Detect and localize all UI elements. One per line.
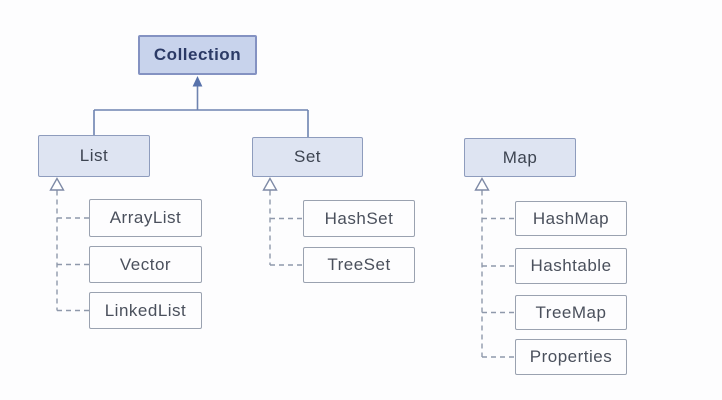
node-hashset: HashSet <box>303 200 415 237</box>
node-map: Map <box>464 138 576 177</box>
solid-connector-lines <box>93 86 309 138</box>
node-vector: Vector <box>89 246 202 283</box>
dashed-connectors-set-group <box>269 190 303 266</box>
node-linkedlist: LinkedList <box>89 292 202 329</box>
node-treemap: TreeMap <box>515 295 627 330</box>
dashed-connectors-map-group <box>481 190 515 358</box>
node-hashmap: HashMap <box>515 201 627 236</box>
node-hashtable: Hashtable <box>515 248 627 284</box>
node-set: Set <box>252 137 363 177</box>
node-arraylist: ArrayList <box>89 199 202 237</box>
node-treeset: TreeSet <box>303 247 415 283</box>
filled-up-arrowhead-icon <box>192 76 203 87</box>
node-properties: Properties <box>515 339 627 375</box>
hollow-up-arrowhead-set-icon <box>262 177 278 191</box>
hollow-up-arrowhead-map-icon <box>474 177 490 191</box>
hollow-up-arrowhead-list-icon <box>49 177 65 191</box>
node-collection: Collection <box>138 35 257 75</box>
hollow-arrowheads <box>49 177 490 191</box>
dashed-connectors-list-group <box>56 190 89 312</box>
node-list: List <box>38 135 150 177</box>
